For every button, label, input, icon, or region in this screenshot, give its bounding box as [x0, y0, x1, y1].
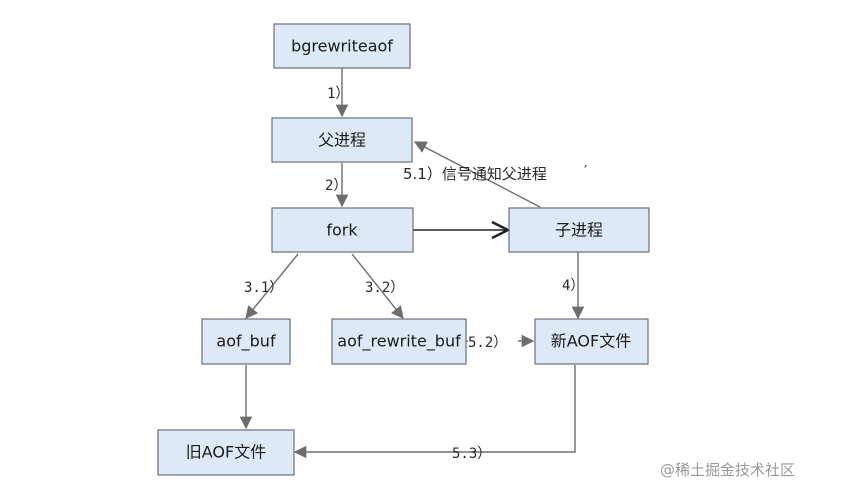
- edge-label-2: 2）: [325, 178, 347, 194]
- watermark: @稀土掘金技术社区: [660, 461, 795, 479]
- node-parent-process-label: 父进程: [318, 131, 366, 150]
- edge-label-5-1: 5.1）信号通知父进程: [403, 165, 547, 183]
- edge-new-aof-to-old-aof: [293, 365, 576, 459]
- node-aof-rewrite-buf-label: aof_rewrite_buf: [337, 332, 461, 352]
- edge-label-5-2-bg: [468, 330, 518, 352]
- edge-label-3-2: 3.2）: [365, 280, 404, 296]
- node-bgrewriteaof-label: bgrewriteaof: [291, 37, 393, 56]
- node-parent-process: 父进程: [271, 117, 413, 163]
- node-child-process-label: 子进程: [555, 221, 603, 240]
- node-new-aof-file: 新AOF文件: [534, 318, 649, 365]
- node-fork: fork: [271, 207, 414, 253]
- edge-label-3-1: 3.1）: [244, 280, 283, 296]
- node-fork-label: fork: [326, 221, 358, 240]
- edge-label-1: 1）: [327, 86, 349, 102]
- edge-label-5-1-tail: ′: [584, 162, 588, 180]
- edge-fork-to-aof-rewrite-buf: [351, 253, 404, 319]
- edge-label-5-3: 5.3）: [452, 446, 491, 462]
- edge-label-5-2: 5.2）: [468, 335, 507, 351]
- node-child-process: 子进程: [508, 207, 650, 253]
- node-bgrewriteaof: bgrewriteaof: [273, 23, 411, 69]
- node-aof-buf-label: aof_buf: [216, 332, 276, 352]
- edge-fork-to-aof-buf: [245, 253, 299, 319]
- node-old-aof-file-label: 旧AOF文件: [186, 443, 266, 462]
- node-aof-rewrite-buf: aof_rewrite_buf: [331, 318, 467, 365]
- node-old-aof-file: 旧AOF文件: [157, 429, 295, 476]
- edge-child-to-parent: [413, 141, 541, 208]
- node-new-aof-file-label: 新AOF文件: [551, 332, 631, 351]
- edge-label-4: 4）: [562, 278, 584, 294]
- node-aof-buf: aof_buf: [201, 318, 291, 365]
